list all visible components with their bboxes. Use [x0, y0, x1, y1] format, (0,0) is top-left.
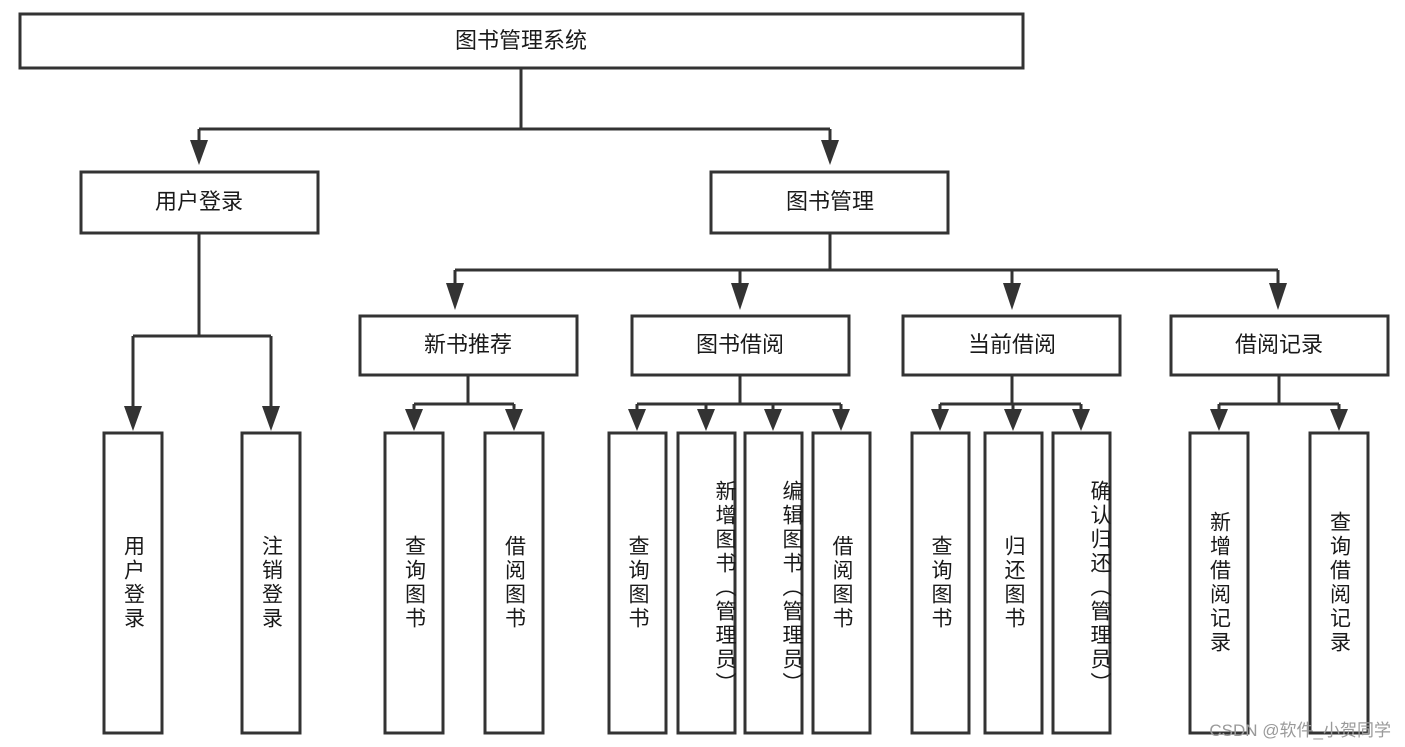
edge-root-to-level1	[190, 68, 839, 165]
node-leaf-rec-query-book-box[interactable]	[383, 431, 445, 735]
node-user-login-box[interactable]	[79, 170, 320, 235]
node-current-borrow-label: 当前借阅	[968, 332, 1056, 357]
node-book-borrow-box[interactable]	[630, 314, 851, 377]
edge-bookmanage-to-level2	[446, 233, 1287, 310]
node-leaf-query-borrow-record-box[interactable]	[1308, 431, 1370, 735]
node-book-manage-box[interactable]	[709, 170, 950, 235]
node-leaf-cur-query-book-label: 查询图书	[929, 535, 952, 631]
edge-bookborrow-to-leaves	[628, 375, 850, 431]
node-leaf-query-borrow-record-label: 查询借阅记录	[1327, 511, 1351, 655]
node-leaf-confirm-return-admin-label: 确认归还（管理员）	[1088, 480, 1111, 696]
arrow-head-leaf-borrow-query-book	[628, 409, 646, 431]
node-leaf-return-book-box[interactable]	[983, 431, 1044, 735]
node-root-box[interactable]	[18, 12, 1025, 70]
node-root-label: 图书管理系统	[455, 28, 587, 53]
node-borrow-record-label: 借阅记录	[1235, 332, 1323, 357]
node-book-manage-label: 图书管理	[786, 189, 874, 214]
arrow-head-book-borrow	[731, 283, 749, 310]
arrow-head-leaf-rec-query-book	[405, 409, 423, 431]
node-current-borrow-box[interactable]	[901, 314, 1122, 377]
node-leaf-user-login-box[interactable]	[102, 431, 164, 735]
arrow-head-leaf-cur-query-book	[931, 409, 949, 431]
node-leaf-rec-borrow-book-box[interactable]	[483, 431, 545, 735]
arrow-head-new-book-rec	[446, 283, 464, 310]
arrow-head-user-login	[190, 140, 208, 165]
node-leaf-logout-label: 注销登录	[259, 535, 283, 631]
node-user-login[interactable]: 用户登录	[79, 170, 320, 235]
node-borrow-record[interactable]: 借阅记录	[1169, 314, 1390, 377]
node-current-borrow[interactable]: 当前借阅	[901, 314, 1122, 377]
arrow-head-leaf-edit-book-admin	[764, 409, 782, 431]
node-new-book-rec-label: 新书推荐	[424, 332, 512, 357]
arrow-head-leaf-borrow-book	[832, 409, 850, 431]
node-leaf-cur-query-book-box[interactable]	[910, 431, 971, 735]
node-leaf-add-borrow-record-box[interactable]	[1188, 431, 1250, 735]
node-leaf-confirm-return-admin-box[interactable]	[1051, 431, 1112, 735]
node-leaf-return-book-label: 归还图书	[1002, 535, 1025, 631]
node-leaf-borrow-query-book-label: 查询图书	[626, 535, 649, 631]
arrow-head-leaf-query-borrow-record	[1330, 409, 1348, 431]
node-leaf-add-borrow-record-label: 新增借阅记录	[1207, 511, 1231, 655]
node-leaf-logout-box[interactable]	[240, 431, 302, 735]
node-book-manage[interactable]: 图书管理	[709, 170, 950, 235]
node-new-book-rec-box[interactable]	[358, 314, 579, 377]
watermark-text: CSDN @软件_小贺同学	[1209, 721, 1391, 740]
edge-userlogin-to-leaves	[124, 233, 280, 431]
arrow-head-book-manage	[821, 140, 839, 165]
arrow-head-leaf-add-borrow-record	[1210, 409, 1228, 431]
edge-currentborrow-to-leaves	[931, 375, 1090, 431]
edge-borrowrecord-to-leaves	[1210, 375, 1348, 431]
arrow-head-leaf-confirm-return-admin	[1072, 409, 1090, 431]
node-book-borrow-label: 图书借阅	[696, 332, 784, 357]
node-root[interactable]: 图书管理系统	[18, 12, 1025, 70]
node-leaf-user-login-label: 用户登录	[121, 535, 145, 631]
arrow-head-leaf-user-login	[124, 406, 142, 431]
node-leaf-edit-book-admin-box[interactable]	[743, 431, 804, 735]
node-leaf-borrow-query-book-box[interactable]	[607, 431, 668, 735]
node-leaf-edit-book-admin-label: 编辑图书（管理员）	[780, 480, 803, 696]
node-leaf-add-book-admin-box[interactable]	[676, 431, 737, 735]
node-new-book-rec[interactable]: 新书推荐	[358, 314, 579, 377]
node-leaf-rec-query-book-label: 查询图书	[402, 535, 426, 631]
arrow-head-leaf-rec-borrow-book	[505, 409, 523, 431]
node-user-login-label: 用户登录	[155, 189, 243, 214]
node-leaf-borrow-book-label: 借阅图书	[830, 535, 853, 631]
arrow-head-borrow-record	[1269, 283, 1287, 310]
node-leaf-borrow-book-box[interactable]	[811, 431, 872, 735]
arrow-head-leaf-add-book-admin	[697, 409, 715, 431]
node-leaf-add-book-admin-label: 新增图书（管理员）	[713, 480, 736, 696]
arrow-head-leaf-logout	[262, 406, 280, 431]
node-leaf-rec-borrow-book-label: 借阅图书	[502, 535, 526, 631]
edge-newbookrec-to-leaves	[405, 375, 523, 431]
arrow-head-leaf-return-book	[1004, 409, 1022, 431]
arrow-head-current-borrow	[1003, 283, 1021, 310]
node-borrow-record-box[interactable]	[1169, 314, 1390, 377]
node-book-borrow[interactable]: 图书借阅	[630, 314, 851, 377]
